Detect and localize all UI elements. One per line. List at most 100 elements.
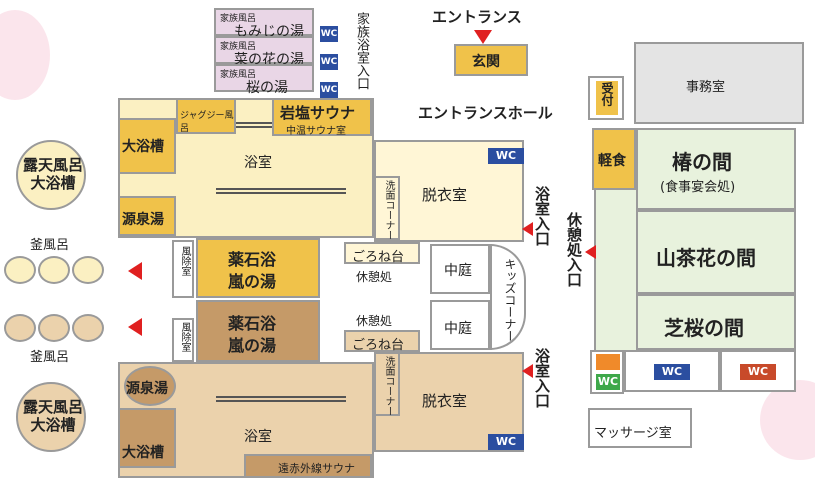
- upper-rotenburo[interactable]: 露天風呂大浴槽: [16, 140, 86, 210]
- lower-kamaburo-label: 釜風呂: [30, 350, 70, 365]
- wc-icon: WC: [488, 148, 524, 164]
- kamaburo-pot[interactable]: [4, 314, 36, 342]
- lower-gorone-label: ごろね台: [352, 338, 405, 353]
- wc-icon: WC: [320, 82, 338, 98]
- upper-main-tub[interactable]: 大浴槽: [118, 118, 176, 174]
- snack-label: 軽食: [598, 153, 626, 169]
- massage-room[interactable]: マッサージ室: [588, 408, 692, 448]
- lower-main-tub-label: 大浴槽: [122, 445, 164, 461]
- shibazakura-room[interactable]: 芝桜の間: [636, 294, 796, 350]
- ganen-sauna-label: 岩塩サウナ: [280, 104, 356, 122]
- upper-wind-room-label: 風除室: [179, 246, 190, 276]
- lower-yakuseki-line1: 薬石浴: [228, 314, 277, 333]
- office-room[interactable]: 事務室: [634, 42, 804, 124]
- upper-gorone[interactable]: ごろね台: [344, 242, 420, 265]
- lower-courtyard[interactable]: 中庭: [430, 300, 490, 350]
- upper-bath-entrance-label: 浴室入口: [533, 186, 551, 246]
- lower-kyukei-label: 休憩処: [356, 314, 393, 328]
- kamaburo-pot[interactable]: [72, 314, 104, 342]
- reception-label: 受付: [600, 82, 614, 106]
- upper-main-tub-label: 大浴槽: [122, 139, 164, 155]
- upper-gorone-label: ごろね台: [352, 250, 405, 265]
- upper-washroom[interactable]: 洗面コーナー: [374, 176, 400, 240]
- family-bath-tag: 家族風呂: [220, 70, 257, 80]
- lower-courtyard-label: 中庭: [444, 321, 472, 337]
- sazanka-label: 山茶花の間: [656, 246, 756, 270]
- petal-decoration: [760, 380, 815, 460]
- wc-icon: WC: [740, 364, 776, 380]
- banquet-corridor: [594, 190, 636, 350]
- enseki-sauna[interactable]: 遠赤外線サウナ: [244, 454, 372, 478]
- lower-dressing-label: 脱衣室: [422, 392, 468, 410]
- office-label: 事務室: [686, 80, 726, 95]
- upper-washroom-label: 洗面コーナー: [383, 180, 394, 240]
- wc-small[interactable]: WC: [590, 350, 624, 394]
- lower-wind-room[interactable]: 風除室: [172, 318, 194, 362]
- wc-room-women[interactable]: WC: [720, 350, 796, 392]
- upper-yakuseki-line2: 嵐の湯: [228, 272, 277, 291]
- family-entrance-label: 家族浴室入口: [354, 12, 369, 90]
- kids-corner-label: キッズコーナー: [503, 258, 517, 342]
- kamaburo-pot[interactable]: [38, 256, 70, 284]
- wc-room-men[interactable]: WC: [624, 350, 720, 392]
- kyukeijo-entrance-label: 休憩処入口: [565, 212, 583, 287]
- upper-courtyard[interactable]: 中庭: [430, 244, 490, 294]
- lower-wind-room-label: 風除室: [179, 322, 190, 352]
- lower-washroom[interactable]: 洗面コーナー: [374, 352, 400, 416]
- kamaburo-pot[interactable]: [4, 256, 36, 284]
- upper-bath-label: 浴室: [244, 155, 272, 171]
- genkan-room[interactable]: 玄関: [454, 44, 528, 76]
- naka-sauna-label: 中温サウナ室: [286, 126, 346, 137]
- upper-kyukei-label: 休憩処: [356, 270, 393, 284]
- lower-yakuseki[interactable]: 薬石浴 嵐の湯: [196, 300, 320, 362]
- shower-row: [216, 396, 346, 402]
- tsubaki-room[interactable]: 椿の間 (食事宴会処): [636, 128, 796, 210]
- wc-icon: WC: [320, 26, 338, 42]
- entrance-label: エントランス: [432, 8, 522, 26]
- left-arrow-icon: [128, 262, 142, 280]
- lower-main-tub[interactable]: 大浴槽: [118, 408, 176, 468]
- ganen-sauna[interactable]: 岩塩サウナ 中温サウナ室: [272, 98, 372, 137]
- reception-area[interactable]: 受付: [588, 76, 624, 120]
- enseki-sauna-label: 遠赤外線サウナ: [278, 462, 355, 475]
- lower-entry-arrow-icon: [522, 364, 533, 378]
- wc-icon: WC: [654, 364, 690, 380]
- left-arrow-icon: [128, 318, 142, 336]
- snack-room[interactable]: 軽食: [592, 128, 636, 190]
- upper-yakuseki[interactable]: 薬石浴 嵐の湯: [196, 238, 320, 298]
- upper-yakuseki-line1: 薬石浴: [228, 250, 277, 269]
- upper-courtyard-label: 中庭: [444, 263, 472, 279]
- tsubaki-sub-label: (食事宴会処): [660, 180, 736, 195]
- kamaburo-pot[interactable]: [72, 256, 104, 284]
- upper-kamaburo-label: 釜風呂: [30, 238, 70, 253]
- upper-jacuzzi[interactable]: ジャグジー風呂: [176, 98, 236, 134]
- lower-washroom-label: 洗面コーナー: [383, 356, 394, 416]
- genkan-label: 玄関: [472, 54, 500, 70]
- family-bath-momiji[interactable]: 家族風呂 もみじの湯: [214, 8, 314, 40]
- kamaburo-pot[interactable]: [38, 314, 70, 342]
- lower-gorone[interactable]: ごろね台: [344, 330, 420, 353]
- family-bath-nanohana[interactable]: 家族風呂 菜の花の湯: [214, 36, 314, 68]
- shower-row: [216, 188, 346, 194]
- kyukeijo-arrow-icon: [585, 245, 596, 259]
- family-bath-tag: 家族風呂: [220, 42, 257, 52]
- wc-icon: WC: [596, 374, 620, 390]
- family-bath-sakura[interactable]: 家族風呂 桜の湯: [214, 64, 314, 96]
- family-baths: 家族風呂 もみじの湯 家族風呂 菜の花の湯 家族風呂 桜の湯 WC WC WC: [214, 8, 344, 98]
- upper-gensen-tub[interactable]: 源泉湯: [118, 196, 176, 236]
- lower-gensen-tub[interactable]: 源泉湯: [124, 366, 176, 406]
- upper-rotenburo-label: 露天風呂大浴槽: [23, 156, 84, 192]
- wc-icon: WC: [320, 54, 338, 70]
- family-bath-name: 桜の湯: [246, 80, 288, 96]
- entrance-hall-label: エントランスホール: [418, 104, 553, 122]
- upper-entry-arrow-icon: [522, 222, 533, 236]
- lower-yakuseki-line2: 嵐の湯: [228, 336, 277, 355]
- shibazakura-label: 芝桜の間: [664, 316, 744, 340]
- entrance-arrow-icon: [474, 30, 492, 44]
- lower-rotenburo[interactable]: 露天風呂大浴槽: [16, 382, 86, 452]
- massage-label: マッサージ室: [594, 426, 672, 441]
- sazanka-room[interactable]: 山茶花の間: [636, 210, 796, 294]
- family-bath-tag: 家族風呂: [220, 14, 257, 24]
- upper-wind-room[interactable]: 風除室: [172, 240, 194, 298]
- kids-corner[interactable]: キッズコーナー: [490, 244, 526, 350]
